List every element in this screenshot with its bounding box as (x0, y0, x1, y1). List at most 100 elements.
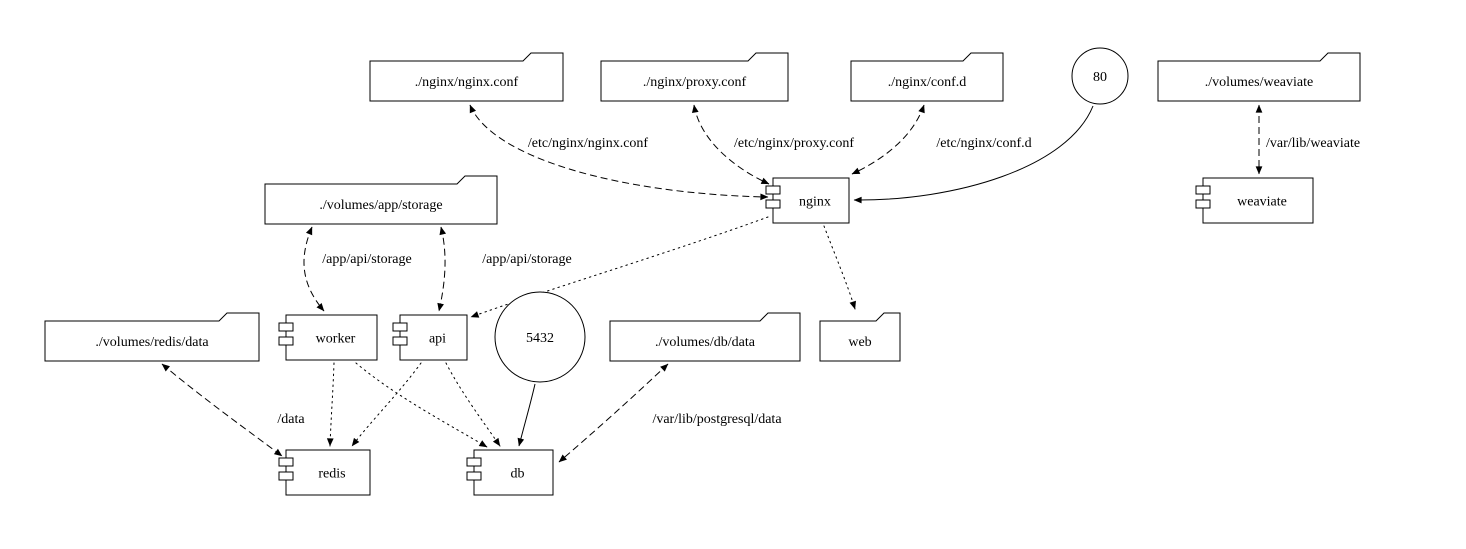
nodes-layer: ./nginx/nginx.conf ./nginx/proxy.conf ./ng… (44, 47, 1361, 496)
component-tab-icon (278, 322, 294, 332)
node-volume-redis-data: ./volumes/redis/data (44, 312, 260, 362)
node-port-80: 80 (1071, 47, 1129, 105)
edge-mount-redis-data: /data (161, 363, 305, 457)
edge-line-link-api-db (445, 362, 501, 447)
component-tab-icon (765, 199, 781, 209)
component-tab-icon (278, 471, 294, 481)
edge-mount-nginx-conf: /etc/nginx/nginx.conf (469, 104, 769, 201)
edge-line-link-nginx-api (470, 216, 769, 318)
node-volume-nginx-nginx-conf: ./nginx/nginx.conf (369, 52, 564, 102)
node-label-service-worker: worker (316, 332, 356, 347)
edge-mount-conf-d: /etc/nginx/conf.d (851, 104, 1032, 175)
node-service-worker: worker (278, 314, 378, 361)
folder-shape-icon (1157, 52, 1361, 102)
component-tab-icon (392, 322, 408, 332)
node-service-api: api (392, 314, 468, 361)
edge-line-mount-app-storage-worker (303, 226, 325, 312)
folder-shape-icon (850, 52, 1004, 102)
edge-line-mount-conf-d (851, 104, 925, 175)
node-volume-nginx-conf-d: ./nginx/conf.d (850, 52, 1004, 102)
edge-mount-weaviate: /var/lib/weaviate (1255, 104, 1360, 175)
edge-link-api-redis (351, 362, 422, 447)
folder-shape-icon (600, 52, 789, 102)
component-shape-icon (772, 177, 850, 224)
folder-shape-icon (609, 312, 801, 362)
edge-label-mount-app-storage-api: /app/api/storage (482, 252, 571, 267)
component-shape-icon (1202, 177, 1314, 224)
edge-line-port-5432-to-db (517, 383, 536, 447)
node-label-service-weaviate: weaviate (1237, 195, 1287, 210)
edge-line-port-80-to-nginx (853, 105, 1094, 204)
edge-label-mount-db-data: /var/lib/postgresql/data (652, 412, 782, 427)
edge-mount-db-data: /var/lib/postgresql/data (558, 363, 782, 463)
node-volume-nginx-proxy-conf: ./nginx/proxy.conf (600, 52, 789, 102)
component-tab-icon (278, 457, 294, 467)
edge-link-nginx-web (823, 225, 856, 310)
component-shape-icon (399, 314, 468, 361)
node-service-redis: redis (278, 449, 371, 496)
node-label-volume-db-data: ./volumes/db/data (655, 335, 756, 350)
component-tab-icon (765, 185, 781, 195)
node-label-service-redis: redis (318, 467, 345, 482)
folder-shape-icon (819, 312, 901, 362)
node-label-volume-nginx-proxy-conf: ./nginx/proxy.conf (643, 75, 747, 90)
edges-layer: /etc/nginx/nginx.conf/etc/nginx/proxy.co… (161, 104, 1360, 463)
folder-shape-icon (264, 175, 498, 225)
node-volume-web: web (819, 312, 901, 362)
edge-link-worker-redis (326, 362, 335, 447)
edge-label-mount-proxy-conf: /etc/nginx/proxy.conf (734, 136, 854, 151)
component-shape-icon (285, 449, 371, 496)
edge-line-mount-proxy-conf (691, 104, 770, 185)
edge-line-link-worker-redis (326, 362, 335, 447)
component-tab-icon (392, 336, 408, 346)
node-label-volume-web: web (848, 335, 871, 350)
node-service-nginx: nginx (765, 177, 850, 224)
node-label-volume-redis-data: ./volumes/redis/data (95, 335, 209, 350)
node-label-service-nginx: nginx (799, 195, 831, 210)
edge-link-worker-db (355, 362, 488, 448)
node-label-volume-weaviate: ./volumes/weaviate (1205, 75, 1313, 90)
edge-port-80-to-nginx (853, 105, 1094, 204)
port-circle-icon (1071, 47, 1129, 105)
node-service-weaviate: weaviate (1195, 177, 1314, 224)
node-service-db: db (466, 449, 554, 496)
edge-label-mount-app-storage-worker: /app/api/storage (322, 252, 411, 267)
edge-mount-app-storage-worker: /app/api/storage (303, 226, 412, 312)
folder-shape-icon (369, 52, 564, 102)
edge-line-link-api-redis (351, 362, 422, 447)
edge-label-mount-redis-data: /data (277, 412, 305, 427)
edge-line-mount-nginx-conf (469, 104, 769, 201)
node-label-volume-nginx-nginx-conf: ./nginx/nginx.conf (415, 75, 519, 90)
edge-link-nginx-api (470, 216, 769, 318)
node-label-service-api: api (429, 332, 446, 347)
node-port-5432: 5432 (494, 291, 586, 383)
edge-link-api-db (445, 362, 501, 447)
edge-line-mount-db-data (558, 363, 669, 463)
component-tab-icon (466, 457, 482, 467)
component-tab-icon (1195, 185, 1211, 195)
edge-line-link-worker-db (355, 362, 488, 448)
node-label-port-5432: 5432 (526, 331, 554, 346)
edge-label-mount-weaviate: /var/lib/weaviate (1266, 136, 1360, 151)
node-label-volume-nginx-conf-d: ./nginx/conf.d (888, 75, 967, 90)
component-tab-icon (466, 471, 482, 481)
component-tab-icon (278, 336, 294, 346)
node-volume-weaviate: ./volumes/weaviate (1157, 52, 1361, 102)
edge-port-5432-to-db (517, 383, 536, 447)
edge-line-link-nginx-web (823, 225, 856, 310)
port-circle-icon (494, 291, 586, 383)
edge-line-mount-app-storage-api (437, 226, 447, 312)
component-tab-icon (1195, 199, 1211, 209)
edge-mount-proxy-conf: /etc/nginx/proxy.conf (691, 104, 854, 185)
node-label-volume-app-storage: ./volumes/app/storage (319, 198, 442, 213)
edge-label-mount-nginx-conf: /etc/nginx/nginx.conf (528, 136, 648, 151)
folder-shape-icon (44, 312, 260, 362)
edge-mount-app-storage-api: /app/api/storage (437, 226, 572, 312)
node-label-service-db: db (511, 467, 525, 482)
node-volume-app-storage: ./volumes/app/storage (264, 175, 498, 225)
node-label-port-80: 80 (1093, 70, 1107, 85)
edge-line-mount-redis-data (161, 363, 283, 457)
node-volume-db-data: ./volumes/db/data (609, 312, 801, 362)
